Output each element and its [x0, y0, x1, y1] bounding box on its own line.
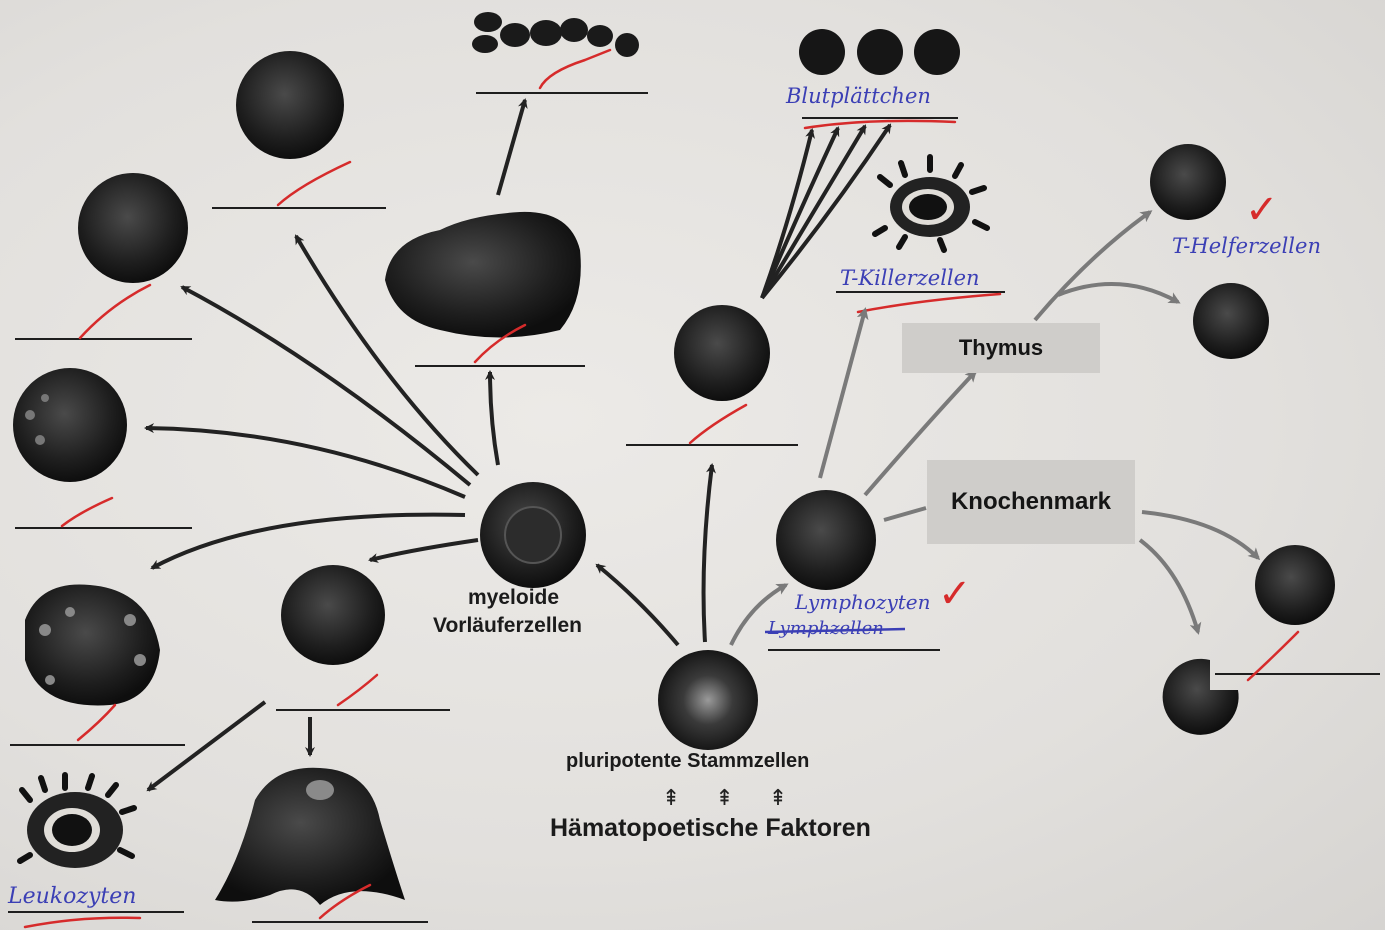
cell-right-bottom	[1163, 659, 1239, 735]
cell-lymphoid	[776, 490, 876, 590]
cell-megakaryocyte	[215, 768, 405, 905]
cell-t-killer	[875, 157, 987, 250]
marrow-connector	[884, 508, 926, 520]
factor-arrows-icon: ⇞ ⇞ ⇞	[662, 786, 801, 811]
factors-label: Hämatopoetische Faktoren	[550, 814, 871, 843]
myeloid-label-line2: Vorläuferzellen	[433, 614, 582, 638]
cell-myeloid-progenitor	[480, 482, 586, 588]
cell-stem	[658, 650, 758, 750]
cell-megakaryocyte-large	[385, 212, 581, 338]
myeloid-label-line1: myeloide	[468, 586, 559, 610]
cell-lower-middle	[281, 565, 385, 665]
check-mark-lymphocytes: ✓	[938, 574, 972, 614]
handwritten-lymphocytes-struck: Lymphzellen	[768, 618, 884, 639]
cell-t-helper-top	[1150, 144, 1226, 220]
stem-cells-label: pluripotente Stammzellen	[566, 750, 809, 773]
handwritten-lymphocytes: Lymphozyten	[795, 590, 931, 614]
handwritten-platelets: Blutplättchen	[786, 84, 931, 108]
cell-top-left	[236, 51, 344, 159]
handwritten-t-helper: T-Helferzellen	[1172, 234, 1321, 258]
cell-left-lower	[25, 584, 160, 705]
cell-right-lower	[1255, 545, 1335, 625]
bone-marrow-box: Knochenmark	[927, 460, 1135, 544]
cell-leukocyte-bottom	[20, 775, 134, 868]
cell-right-upper	[1193, 283, 1269, 359]
cell-left-upper	[78, 173, 188, 283]
cell-center-top	[674, 305, 770, 401]
thymus-box: Thymus	[902, 323, 1100, 373]
handwritten-leukocytes: Leukozyten	[8, 884, 136, 909]
cell-left-middle	[13, 368, 127, 482]
platelet-fragments	[472, 12, 639, 57]
handwritten-t-killer: T-Killerzellen	[840, 266, 980, 290]
blood-platelets-cells	[799, 29, 960, 75]
check-mark-t-helper: ✓	[1245, 190, 1279, 230]
